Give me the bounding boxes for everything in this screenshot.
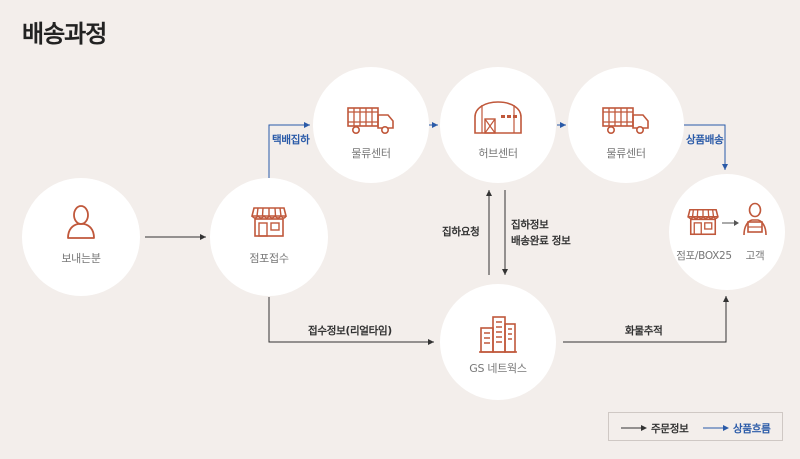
node-gs-networks: GS 네트웍스 (440, 284, 556, 400)
edge-label-pickup-info: 집하정보 (511, 219, 549, 231)
node-label-store-receive: 점포접수 (249, 252, 289, 265)
edge-label-delivery-complete-info: 배송완료 정보 (511, 235, 571, 247)
truck-icon (347, 107, 394, 134)
edge-label-product-delivery: 상품배송 (686, 134, 724, 146)
person-with-box-icon (743, 202, 767, 236)
node-label-logistics-center-2: 물류센터 (606, 147, 646, 160)
node-label-store-box25: 점포/BOX25 (676, 250, 732, 262)
node-label-gs-networks: GS 네트웍스 (469, 362, 527, 375)
node-label-sender: 보내는분 (61, 252, 101, 265)
edge-label-parcel-pickup: 택배집하 (272, 134, 310, 146)
page-title: 배송과정 (22, 20, 107, 48)
edge-label-receipt-info: 접수정보(리얼타임) (308, 325, 392, 337)
node-logistics-center-2: 물류센터 (568, 67, 684, 183)
store-icon (251, 207, 287, 237)
edge-label-cargo-tracking: 화물추적 (625, 325, 663, 337)
node-destination: 점포/BOX25 고객 (669, 174, 785, 290)
node-logistics-center-1: 물류센터 (313, 67, 429, 183)
node-label-hub-center: 허브센터 (478, 147, 518, 160)
legend-product-flow: 상품흐름 (733, 423, 771, 435)
legend: 주문정보 상품흐름 (608, 412, 783, 441)
edge-label-pickup-request: 집하요청 (442, 226, 480, 238)
legend-order-line (621, 425, 647, 431)
node-hub-center: 허브센터 (440, 67, 556, 183)
node-label-logistics-center-1: 물류센터 (351, 147, 391, 160)
store-icon (687, 208, 719, 236)
legend-order-info: 주문정보 (651, 423, 689, 435)
arrow-store-to-gs (268, 297, 434, 345)
building-icon (479, 316, 517, 353)
arrow-right-icon (722, 220, 739, 226)
node-store-receive: 점포접수 (210, 178, 328, 296)
arrow-logistics2-to-destination (684, 124, 728, 170)
arrow-store-to-logistics (268, 122, 310, 178)
node-label-customer: 고객 (745, 250, 765, 262)
truck-icon (602, 107, 649, 134)
node-sender: 보내는분 (22, 178, 140, 296)
legend-product-line (703, 425, 729, 431)
person-icon (67, 205, 95, 239)
warehouse-icon (474, 101, 522, 134)
arrow-gs-to-destination (563, 296, 729, 343)
